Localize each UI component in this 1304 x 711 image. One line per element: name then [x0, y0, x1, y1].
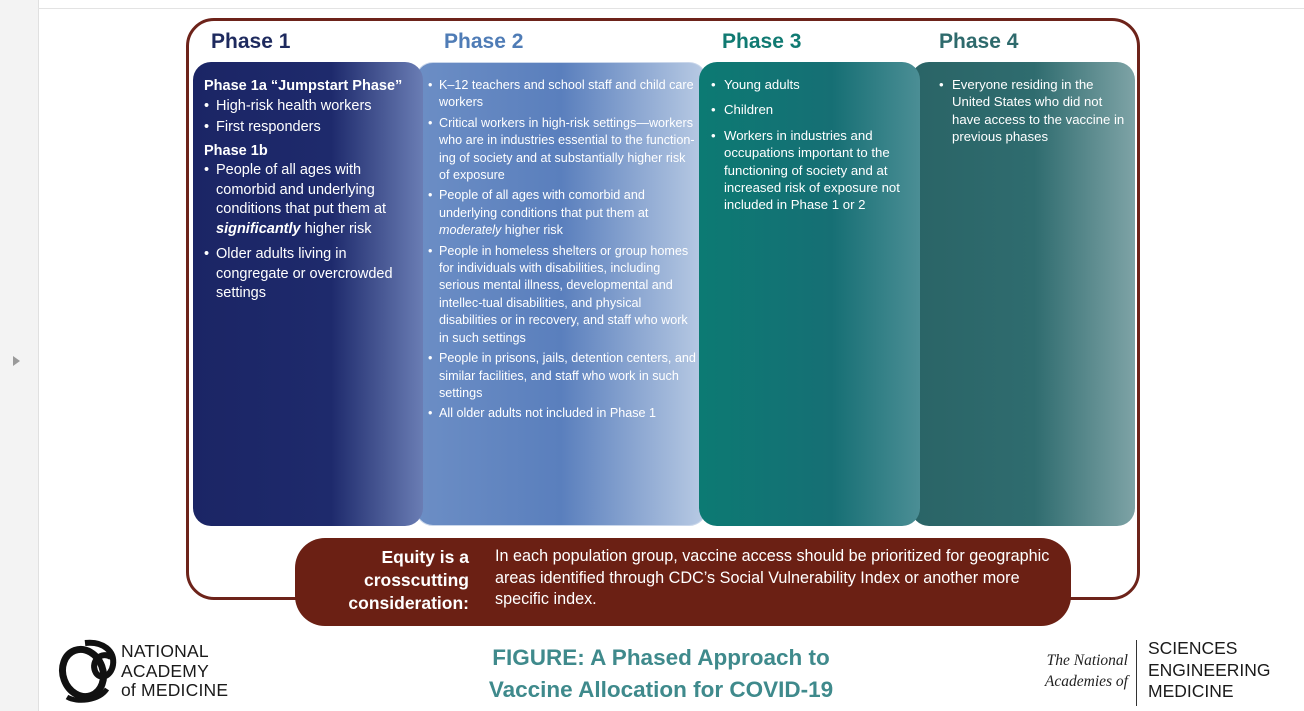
nas-wordmark: SCIENCES ENGINEERING MEDICINE [1148, 638, 1271, 703]
nas-divider [1136, 640, 1137, 706]
phase-3-item: Workers in industries and occupations im… [711, 127, 912, 214]
phase-1-column: Phase 1a “Jumpstart Phase” High-risk hea… [193, 62, 423, 526]
phase-1a-heading: Phase 1a “Jumpstart Phase” [204, 78, 403, 94]
nas-line: Academies of [1044, 673, 1128, 690]
phase-2-item: All older adults not included in Phase 1 [428, 405, 698, 423]
phase-1a-item: First responders [204, 118, 413, 138]
nas-line: ENGINEERING [1148, 659, 1271, 680]
caption-line: Vaccine Allocation for COVID-19 [488, 677, 834, 702]
equity-text: In each population group, vaccine access… [495, 547, 1050, 608]
nam-line: NATIONAL [121, 641, 209, 661]
emphasis-moderately: moderately [439, 223, 502, 238]
phase-2-item: People of all ages with comorbid and und… [428, 187, 698, 239]
phase-2-item: K–12 teachers and school staff and child… [428, 77, 698, 112]
top-divider [38, 8, 1304, 9]
viewer-side-strip [0, 0, 39, 711]
phase-2-item: People in prisons, jails, detention cent… [428, 350, 698, 402]
phase-2-item: People in homeless shelters or group hom… [428, 243, 698, 347]
phase-1b-item: Older adults living in congregate or ove… [204, 245, 413, 304]
nam-line: ACADEMY [121, 660, 209, 681]
equity-banner: Equity is a crosscutting consideration: … [295, 538, 1071, 626]
nas-line: MEDICINE [1148, 681, 1234, 701]
phase-1b-item: People of all ages with comorbid and und… [204, 161, 413, 239]
phase-2-item: Critical workers in high-risk settings—w… [428, 115, 698, 185]
phase-4-title: Phase 4 [939, 30, 1019, 53]
nas-line: The National [1046, 652, 1128, 669]
phase-3-item: Children [711, 101, 912, 119]
phase-1a-item: High-risk health workers [204, 97, 413, 117]
phase-2-column: K–12 teachers and school staff and child… [415, 62, 707, 526]
figure-caption: FIGURE: A Phased Approach to Vaccine All… [420, 642, 902, 706]
phase-3-item: Young adults [711, 76, 912, 94]
phase-4-item: Everyone residing in the United States w… [939, 76, 1127, 146]
nam-line: of MEDICINE [121, 680, 229, 700]
emphasis-significantly: significantly [216, 220, 301, 237]
phase-1-title: Phase 1 [211, 30, 291, 53]
expand-arrow-icon[interactable] [13, 356, 20, 366]
phase-3-title: Phase 3 [722, 30, 802, 53]
nas-wordmark-italic: The National Academies of [1020, 650, 1128, 692]
caption-line: FIGURE: A Phased Approach to [492, 645, 830, 670]
nas-line: SCIENCES [1148, 638, 1238, 658]
nam-logo-icon [58, 639, 117, 703]
phase-1b-heading: Phase 1b [204, 142, 268, 159]
phase-4-column: Everyone residing in the United States w… [911, 62, 1135, 526]
phase-2-title: Phase 2 [444, 30, 524, 53]
nam-wordmark: NATIONAL ACADEMY of MEDICINE [121, 641, 229, 701]
equity-label: Equity is a crosscutting consideration: [348, 547, 469, 613]
phase-3-column: Young adults Children Workers in industr… [699, 62, 920, 526]
